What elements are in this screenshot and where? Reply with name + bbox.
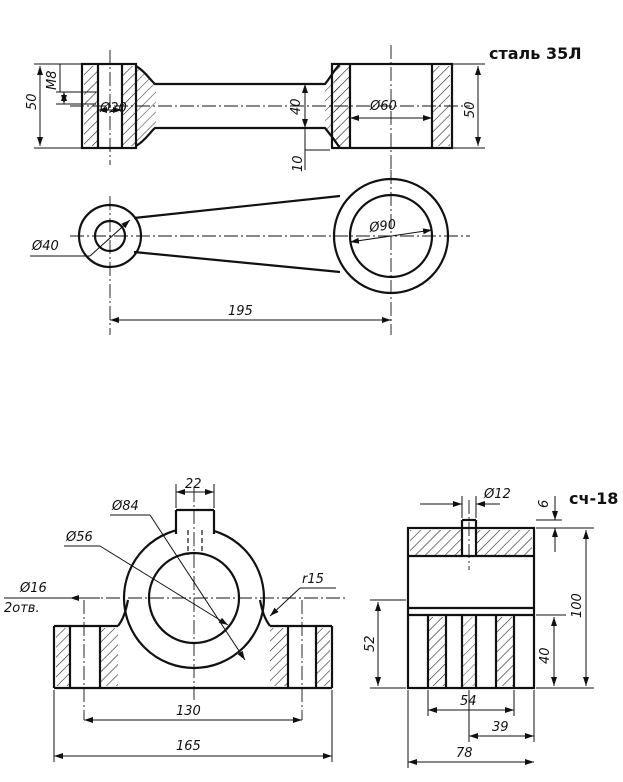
dim-boss-large: Ø90	[367, 217, 397, 236]
dim-center-distance: 195	[228, 304, 253, 319]
dim-height-right: 50	[463, 101, 478, 118]
dim-thread: M8	[45, 71, 60, 91]
dim-inner-height: 40	[538, 647, 553, 664]
dim-inner-width: 54	[460, 694, 477, 709]
dim-rod-thickness: 40	[289, 98, 304, 115]
dim-boss-small: Ø40	[31, 239, 59, 254]
dim-neck-width: 22	[185, 477, 202, 492]
dim-fillet: r15	[302, 572, 324, 587]
dim-holes: Ø16	[19, 581, 47, 596]
material-label-bottom: сч-18	[569, 489, 619, 508]
dim-hole-spacing: 130	[176, 704, 201, 719]
dim-oil-hole: Ø12	[483, 487, 511, 502]
small-end-section-left	[84, 66, 98, 146]
material-label-top: сталь 35Л	[489, 44, 582, 63]
connecting-rod-front-view: 50 M8 Ø20 40 10 Ø60 50	[25, 45, 485, 172]
dim-offset: 39	[492, 720, 509, 735]
dim-inner-bore: Ø56	[65, 530, 93, 545]
dim-rib: 10	[291, 155, 306, 172]
dim-oil-depth: 6	[537, 500, 552, 508]
bearing-housing-side-view: Ø12 6 100 52 40 54 39 78	[363, 487, 594, 768]
dim-slot-height: 52	[363, 635, 378, 652]
small-end-section-right	[122, 66, 136, 146]
dim-base-length: 165	[176, 739, 201, 754]
dim-side-width: 78	[456, 746, 473, 761]
dim-holes-count: 2отв.	[4, 601, 40, 616]
connecting-rod-plan-view: Ø40 Ø90 195	[30, 170, 470, 335]
dim-bore: Ø60	[369, 99, 397, 114]
dim-outer-ring: Ø84	[111, 499, 139, 514]
dim-total-height: 100	[570, 593, 585, 618]
dim-small-hole: Ø20	[99, 101, 127, 116]
dim-height-left: 50	[25, 93, 40, 110]
bearing-housing-front-view: 22 Ø84 Ø56 Ø16 2отв. r15 130 165	[4, 477, 345, 762]
